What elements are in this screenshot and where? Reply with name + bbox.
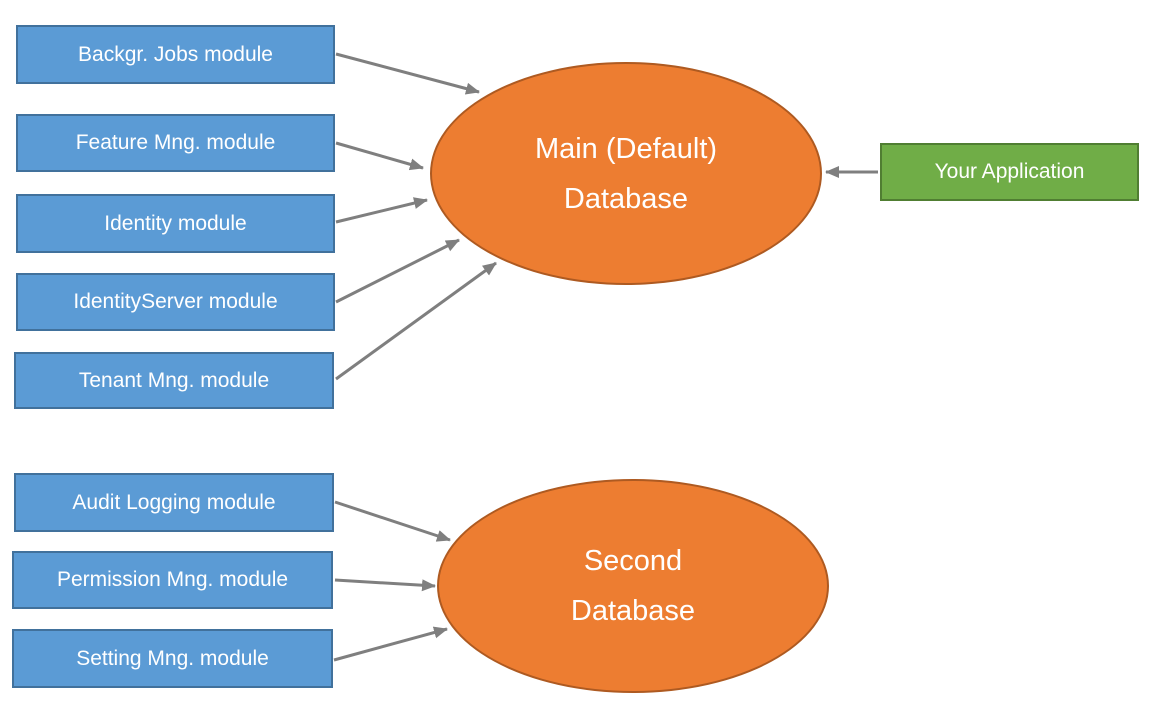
- arrow-tenant-mng-to-main-db: [335, 261, 497, 381]
- node-permission-mng-module: Permission Mng. module: [12, 551, 333, 609]
- node-feature-mng-module: Feature Mng. module: [16, 114, 335, 172]
- main-database-label-line1: Main (Default): [534, 132, 718, 165]
- arrow-setting-mng-to-second-db: [333, 626, 448, 662]
- node-second-database: Second Database: [437, 479, 829, 693]
- node-audit-logging-module: Audit Logging module: [14, 473, 334, 532]
- node-setting-mng-module: Setting Mng. module: [12, 629, 333, 688]
- arrow-backgr-jobs-to-main-db: [335, 52, 480, 95]
- node-your-application: Your Application: [880, 143, 1139, 201]
- node-main-default-database: Main (Default) Database: [430, 62, 822, 285]
- node-backgr-jobs-module: Backgr. Jobs module: [16, 25, 335, 84]
- second-database-label-line1: Second: [583, 545, 683, 577]
- node-tenant-mng-module: Tenant Mng. module: [14, 352, 334, 409]
- arrow-permission-mng-to-second-db: [334, 578, 436, 592]
- arrow-identity-to-main-db: [335, 197, 428, 224]
- node-identity-module: Identity module: [16, 194, 335, 253]
- main-database-label-line2: Database: [563, 182, 689, 215]
- arrow-audit-logging-to-second-db: [334, 500, 451, 542]
- arrow-identityserver-to-main-db: [335, 238, 460, 304]
- second-database-label-line2: Database: [570, 595, 696, 627]
- arrow-feature-mng-to-main-db: [335, 141, 424, 171]
- node-identityserver-module: IdentityServer module: [16, 273, 335, 331]
